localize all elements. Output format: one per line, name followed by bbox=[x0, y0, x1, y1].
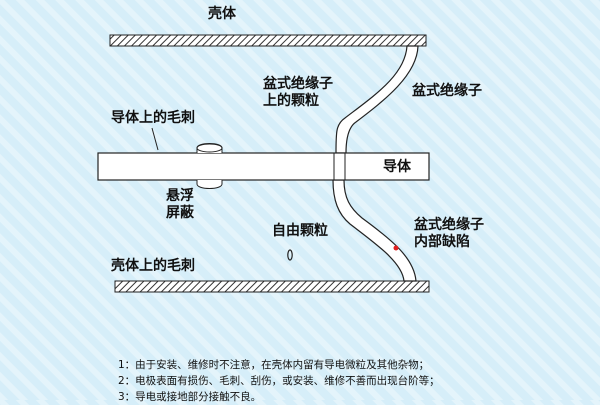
insulator-particle-label: 盆式绝缘子 上的颗粒 bbox=[263, 76, 333, 110]
burr-leader bbox=[151, 127, 159, 151]
insulator-lower bbox=[332, 179, 417, 282]
shell-top-label: 壳体 bbox=[208, 6, 236, 22]
free-particle bbox=[287, 249, 293, 261]
note-2: 2：电极表面有损伤、毛刺、刮伤，或安装、维修不善而出现台阶等； bbox=[118, 375, 440, 387]
suspended-shield-line1: 悬浮 bbox=[166, 188, 194, 204]
conductor-label: 导体 bbox=[383, 159, 411, 175]
insulator-defect-line1: 盆式绝缘子 bbox=[414, 217, 484, 233]
insulator-particle-line2: 上的颗粒 bbox=[263, 93, 319, 109]
insulator-defect-label: 盆式绝缘子 内部缺陷 bbox=[414, 217, 484, 251]
conductor-bar bbox=[97, 152, 430, 181]
suspended-shield-line2: 屏蔽 bbox=[166, 205, 194, 221]
suspended-shield-top-rim bbox=[196, 143, 223, 153]
notes: 1：由于安装、维修时不注意，在壳体内留有导电微粒及其他杂物； 2：电极表面有损伤… bbox=[118, 357, 440, 405]
insulator-upper bbox=[335, 45, 419, 154]
shell-bottom bbox=[114, 280, 430, 293]
shell-bottom-label: 壳体上的毛刺 bbox=[111, 258, 195, 274]
insulator-defect-line2: 内部缺陷 bbox=[414, 234, 470, 250]
conductor-burr-label: 导体上的毛刺 bbox=[111, 110, 195, 126]
insulator-particle-line1: 盆式绝缘子 bbox=[263, 76, 333, 92]
defect-dot bbox=[393, 245, 399, 251]
insulator-label: 盆式绝缘子 bbox=[412, 83, 482, 99]
suspended-shield-label: 悬浮 屏蔽 bbox=[166, 188, 194, 222]
suspended-shield-bottom bbox=[196, 180, 223, 189]
shell-top bbox=[109, 34, 427, 47]
note-3: 3：导电或接地部分接触不良。 bbox=[118, 391, 262, 403]
free-particle-label: 自由颗粒 bbox=[272, 223, 328, 239]
note-1: 1：由于安装、维修时不注意，在壳体内留有导电微粒及其他杂物； bbox=[118, 359, 430, 371]
